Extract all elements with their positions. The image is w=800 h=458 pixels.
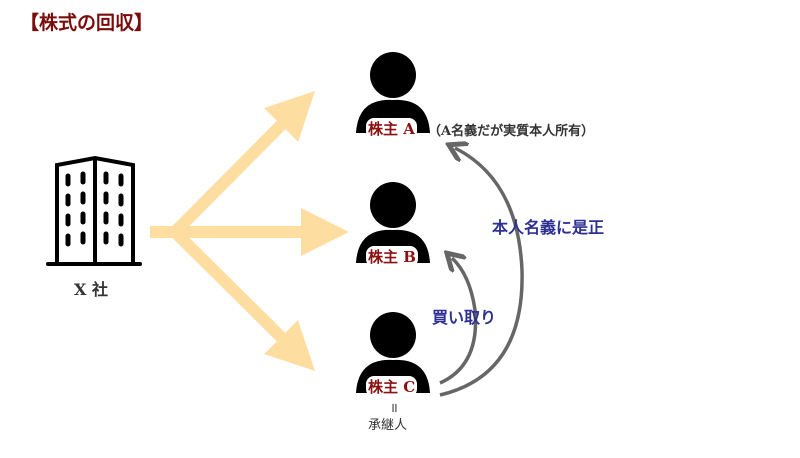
shareholder-c-note: 承継人 [368,418,408,433]
shareholder-c-label: 株主 C [366,376,418,397]
building-icon [46,155,142,266]
shareholder-a-label: 株主 A [366,118,417,139]
equals-mark: ॥ [390,401,398,416]
correct-label: 本人名義に是正 [492,218,605,237]
buyback-label: 買い取り [432,308,497,327]
buyback-arrow [439,258,478,385]
shareholder-a-note: （A名義だが実質本人所有） [428,124,595,139]
page-title: 【株式の回収】 [20,12,154,34]
correct-arrow [439,148,524,397]
distribution-arrows [150,90,349,371]
shareholder-b-label: 株主 B [366,246,418,267]
company-label: X 社 [74,280,108,299]
